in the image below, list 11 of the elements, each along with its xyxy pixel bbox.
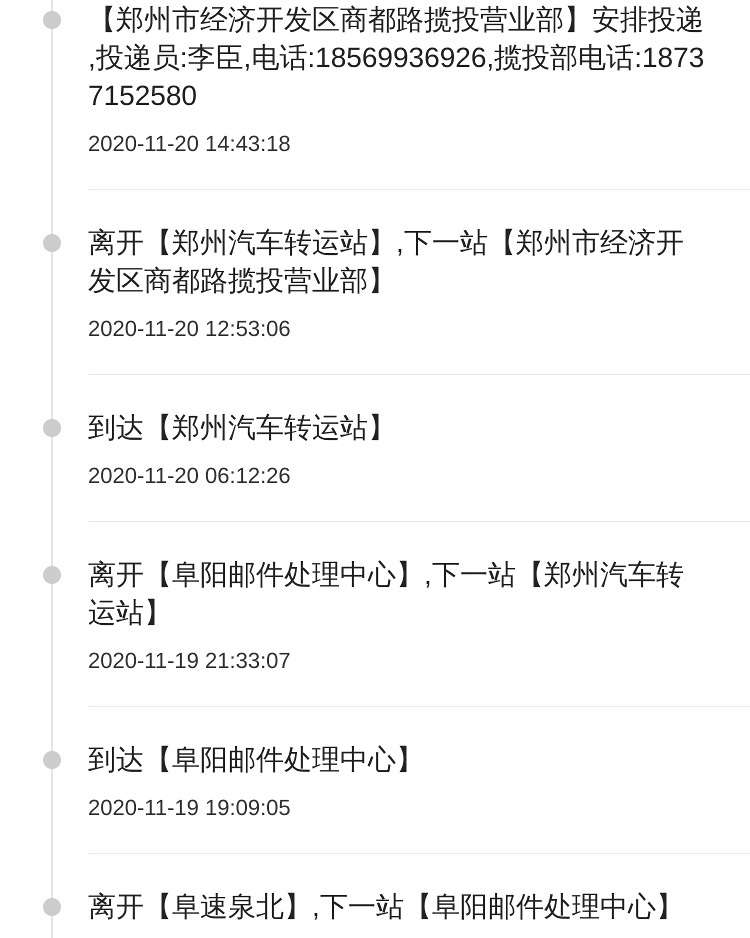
tracking-status-text: 离开【郑州汽车转运站】,下一站【郑州市经济开发区商都路揽投营业部】 — [88, 226, 685, 298]
tracking-status-text: 离开【阜速泉北】,下一站【阜阳邮件处理中心】 — [88, 890, 685, 924]
tracking-status-text: 到达【郑州汽车转运站】 — [88, 411, 397, 445]
timestamp: 2020-11-19 19:09:05 — [88, 794, 291, 822]
timestamp: 2020-11-20 06:12:26 — [88, 462, 291, 490]
timestamp: 2020-11-19 21:33:07 — [88, 647, 291, 675]
tracking-status-text: 到达【阜阳邮件处理中心】 — [88, 743, 425, 777]
timestamp: 2020-11-20 12:53:06 — [88, 315, 291, 343]
tracking-status-text: 离开【阜阳邮件处理中心】,下一站【郑州汽车转运站】 — [88, 558, 685, 630]
tracking-status-text: 【郑州市经济开发区商都路揽投营业部】安排投递,投递员:李臣,电话:18569936926,揽投部电话:18737152580 — [88, 3, 706, 113]
timestamp: 2020-11-20 14:43:18 — [88, 130, 291, 158]
